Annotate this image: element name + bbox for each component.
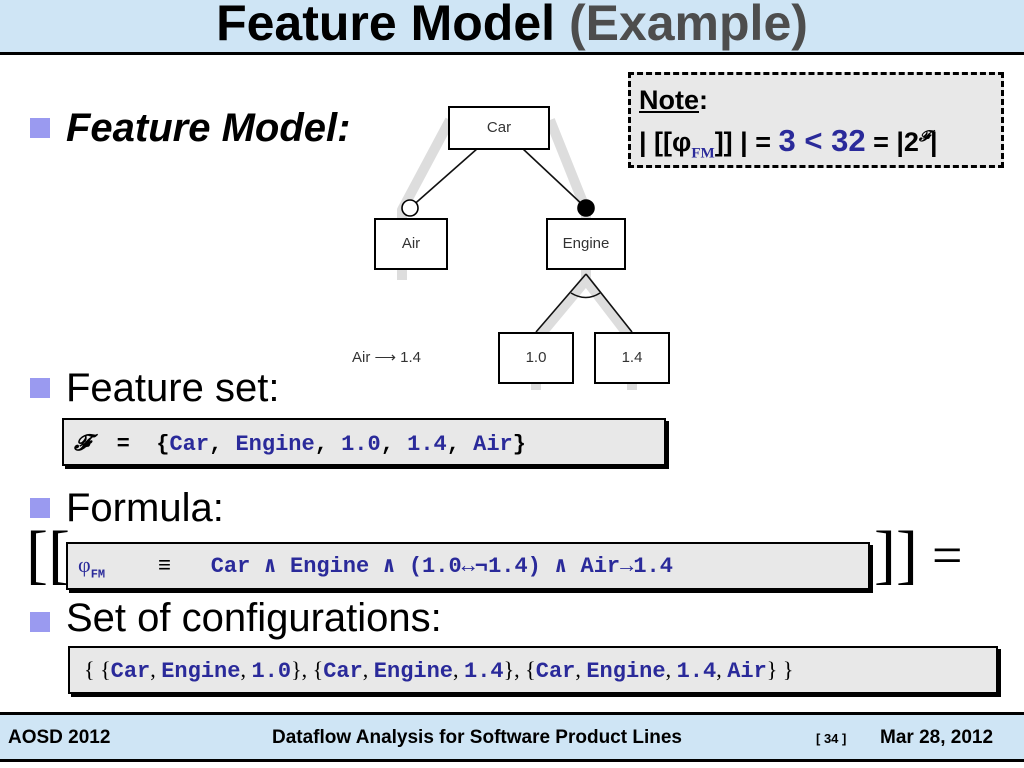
- note-box: Note: | [[φFM]] | = 3 < 32 = |2𝓕|: [628, 72, 1004, 168]
- bullet-marker: [30, 612, 50, 632]
- formula-equals: =: [932, 525, 963, 585]
- note-expression: | [[φFM]] | = 3 < 32 = |2𝓕|: [639, 123, 938, 162]
- note-label-line: Note:: [639, 85, 708, 115]
- fm-node-1-0: 1.0: [498, 332, 574, 384]
- note-label: Note: [639, 85, 699, 115]
- footer-page-number: [ 34 ]: [816, 731, 847, 746]
- bullet-formula: Formula:: [66, 486, 224, 530]
- formula-box: φFM ≡ Car ∧ Engine ∧ (1.0↔¬1.4) ∧ Air→1.…: [66, 542, 870, 590]
- feature-set-expression: 𝓕 = {Car, Engine, 1.0, 1.4, Air}: [74, 430, 526, 457]
- fm-constraint: Air ⟶ 1.4: [352, 349, 422, 366]
- fm-node-engine: Engine: [546, 218, 626, 270]
- configs-box: { {Car, Engine, 1.0}, {Car, Engine, 1.4}…: [68, 646, 998, 694]
- fm-node-1-4: 1.4: [594, 332, 670, 384]
- title-paren: (Example): [568, 0, 808, 51]
- bullet-marker: [30, 498, 50, 518]
- bullet-configs: Set of configurations:: [66, 596, 442, 640]
- footer-talk-title: Dataflow Analysis for Software Product L…: [272, 727, 682, 748]
- fm-node-air: Air: [374, 218, 448, 270]
- slide-title: Feature Model (Example): [0, 0, 1024, 52]
- feature-model-diagram: Car Air Engine 1.0 1.4 Air ⟶ 1.4: [350, 90, 700, 400]
- configs-expression: { {Car, Engine, 1.0}, {Car, Engine, 1.4}…: [84, 657, 794, 684]
- footer-date: Mar 28, 2012: [880, 727, 994, 748]
- fm-node-car: Car: [448, 106, 550, 150]
- bullet-feature-model: Feature Model:: [66, 106, 351, 150]
- title-bar: Feature Model (Example): [0, 0, 1024, 55]
- bullet-marker: [30, 378, 50, 398]
- title-main: Feature Model: [216, 0, 556, 51]
- bullet-marker: [30, 118, 50, 138]
- footer-conference: AOSD 2012: [8, 727, 111, 748]
- semantic-close-brackets: ]]: [874, 518, 918, 591]
- feature-set-box: 𝓕 = {Car, Engine, 1.0, 1.4, Air}: [62, 418, 666, 466]
- semantic-open-brackets: [[: [26, 518, 70, 591]
- footer-bar: AOSD 2012 Dataflow Analysis for Software…: [0, 712, 1024, 762]
- bullet-feature-set: Feature set:: [66, 366, 280, 410]
- formula-expression: φFM ≡ Car ∧ Engine ∧ (1.0↔¬1.4) ∧ Air→1.…: [78, 552, 673, 582]
